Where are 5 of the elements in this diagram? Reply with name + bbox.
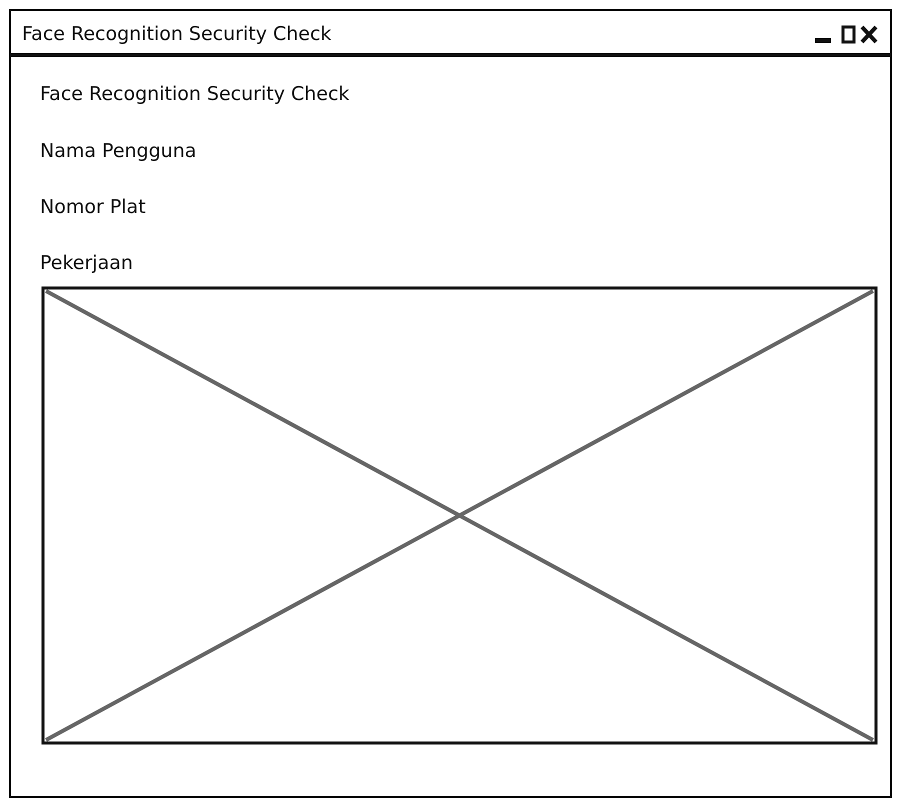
field-label: Pekerjaan [40, 251, 133, 275]
field-label: Nomor Plat [40, 195, 146, 219]
heading: Face Recognition Security Check [40, 82, 350, 106]
field-label: Nama Pengguna [40, 139, 196, 163]
window-title: Face Recognition Security Check [22, 22, 332, 46]
